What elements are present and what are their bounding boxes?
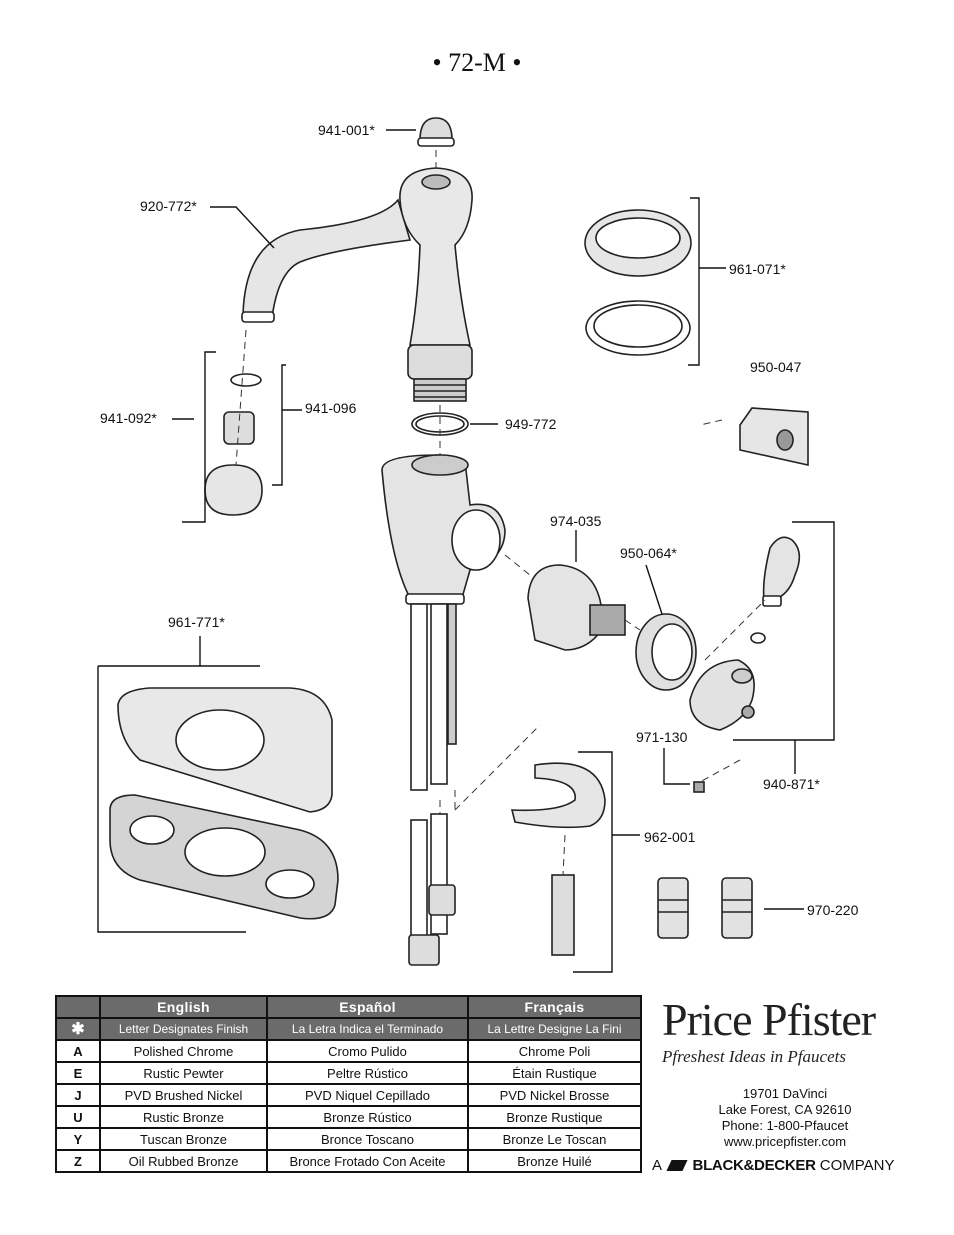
finish-spanish: Cromo Pulido (266, 1039, 469, 1063)
exploded-parts-diagram (97, 117, 835, 973)
finish-legend-row: ✱ Letter Designates Finish La Letra Indi… (55, 1017, 643, 1041)
label-941-001: 941-001* (318, 122, 375, 138)
company-name: BLACK&DECKER (692, 1157, 816, 1174)
label-949-772: 949-772 (505, 416, 557, 432)
parent-company: A BLACK&DECKER COMPANY (652, 1157, 895, 1174)
table-row: Y Tuscan Bronze Bronce Toscano Bronze Le… (55, 1127, 643, 1151)
address-line1: 19701 DaVinci (742, 1086, 828, 1101)
finish-english: PVD Brushed Nickel (98, 1083, 269, 1107)
label-961-071: 961-071* (729, 261, 786, 277)
escutcheon-961-771 (109, 687, 339, 920)
clip-950-047 (739, 407, 809, 466)
finish-table-header: English Español Français (55, 995, 643, 1019)
brand-logo: Price Pfister (662, 994, 876, 1045)
finish-french: Bronze Huilé (466, 1149, 643, 1173)
label-920-772: 920-772* (140, 198, 197, 214)
finish-english: Rustic Pewter (98, 1061, 269, 1085)
finish-french: Bronze Le Toscan (466, 1127, 643, 1151)
finish-code: Z (55, 1149, 101, 1173)
finish-code: J (55, 1083, 101, 1107)
faucet-body (399, 167, 473, 402)
finish-table: English Español Français ✱ Letter Design… (55, 995, 643, 1173)
table-row: J PVD Brushed Nickel PVD Niquel Cepillad… (55, 1083, 643, 1107)
aerator-housing (204, 464, 263, 516)
supply-tubes (408, 603, 457, 966)
table-row: U Rustic Bronze Bronze Rústico Bronze Ru… (55, 1105, 643, 1129)
legend-spanish: La Letra Indica el Terminado (266, 1017, 469, 1041)
finish-french: Étain Rustique (466, 1061, 643, 1085)
label-971-130: 971-130 (636, 729, 688, 745)
finish-spanish: PVD Niquel Cepillado (266, 1083, 469, 1107)
mounting-hardware-962-001 (510, 762, 606, 956)
company-address: 19701 DaVinci Lake Forest, CA 92610 Phon… (662, 1086, 908, 1150)
finish-spanish: Bronze Rústico (266, 1105, 469, 1129)
finish-french: Bronze Rustique (466, 1105, 643, 1129)
table-row: E Rustic Pewter Peltre Rústico Étain Rus… (55, 1061, 643, 1085)
header-spanish: Español (266, 995, 469, 1019)
brand-tagline: Pfreshest Ideas in Pfaucets (662, 1047, 846, 1066)
finish-spanish: Peltre Rústico (266, 1061, 469, 1085)
finish-code: A (55, 1039, 101, 1063)
address-line2: Lake Forest, CA 92610 (718, 1102, 852, 1117)
finish-code: U (55, 1105, 101, 1129)
finish-english: Oil Rubbed Bronze (98, 1149, 269, 1173)
label-970-220: 970-220 (807, 902, 859, 918)
valve-body (381, 454, 506, 605)
label-950-064: 950-064* (620, 545, 677, 561)
header-french: Français (466, 995, 643, 1019)
table-row: A Polished Chrome Cromo Pulido Chrome Po… (55, 1039, 643, 1063)
legend-french: La Lettre Designe La Fini (466, 1017, 643, 1041)
label-940-871: 940-871* (763, 776, 820, 792)
page-title: • 72-M • (432, 48, 522, 77)
spout-920-772 (241, 198, 412, 323)
company-prefix: A (652, 1157, 662, 1174)
label-974-035: 974-035 (550, 513, 602, 529)
finish-spanish: Bronce Toscano (266, 1127, 469, 1151)
finish-code: Y (55, 1127, 101, 1151)
adapters-970-220 (657, 877, 753, 939)
finish-spanish: Bronce Frotado Con Aceite (266, 1149, 469, 1173)
finish-french: PVD Nickel Brosse (466, 1083, 643, 1107)
finish-english: Tuscan Bronze (98, 1127, 269, 1151)
label-941-096: 941-096 (305, 400, 357, 416)
cap-941-001 (417, 117, 455, 147)
label-950-047: 950-047 (750, 359, 802, 375)
finish-french: Chrome Poli (466, 1039, 643, 1063)
finish-english: Polished Chrome (98, 1039, 269, 1063)
label-941-092: 941-092* (100, 410, 157, 426)
black-decker-logo-icon (666, 1160, 688, 1171)
screw-971-130 (693, 781, 705, 793)
company-suffix: COMPANY (819, 1157, 895, 1174)
finish-english: Rustic Bronze (98, 1105, 269, 1129)
cartridge-974-035 (527, 564, 626, 651)
label-962-001: 962-001 (644, 829, 696, 845)
handle-940-871 (689, 536, 801, 731)
website: www.pricepfister.com (723, 1134, 847, 1149)
header-english: English (98, 995, 269, 1019)
brand-logo-block: Price Pfister Pfreshest Ideas in Pfaucet… (662, 995, 902, 1067)
washer-941-096 (230, 373, 262, 387)
finish-code: E (55, 1061, 101, 1085)
label-961-771: 961-771* (168, 614, 225, 630)
legend-symbol: ✱ (55, 1017, 101, 1041)
legend-english: Letter Designates Finish (98, 1017, 269, 1041)
phone-number: Phone: 1-800-Pfaucet (721, 1118, 849, 1133)
header-blank (55, 995, 101, 1019)
table-row: Z Oil Rubbed Bronze Bronce Frotado Con A… (55, 1149, 643, 1173)
rings-961-071 (584, 209, 692, 356)
